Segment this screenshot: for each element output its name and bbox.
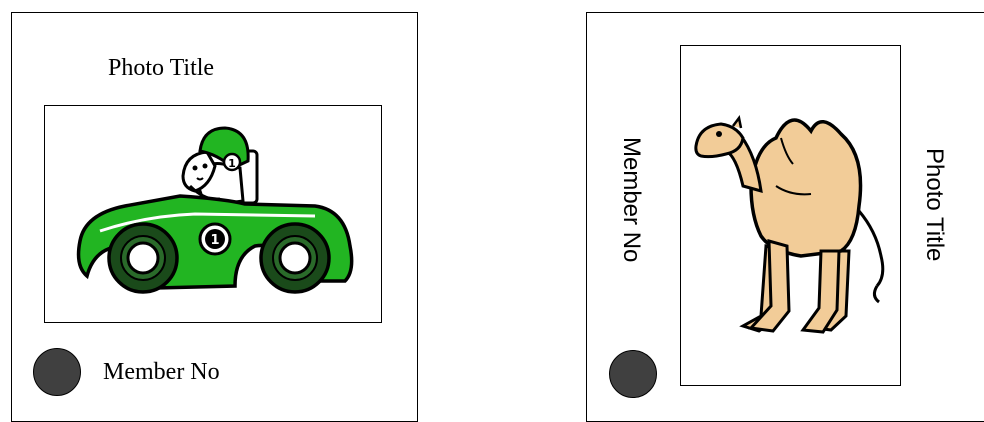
- svg-text:1: 1: [228, 157, 236, 170]
- right-photo-title: Photo Title: [921, 148, 948, 262]
- camel-image: [694, 115, 885, 334]
- left-photo-title: Photo Title: [108, 55, 215, 81]
- right-photo-frame: [680, 45, 901, 386]
- right-member-no: Member No: [618, 137, 645, 263]
- left-photo-frame: 1 1: [44, 105, 382, 323]
- right-member-dot: [609, 350, 657, 398]
- svg-text:1: 1: [210, 233, 219, 248]
- left-member-dot: [33, 348, 81, 396]
- left-member-no: Member No: [103, 359, 220, 385]
- race-car-image: 1 1: [76, 126, 354, 294]
